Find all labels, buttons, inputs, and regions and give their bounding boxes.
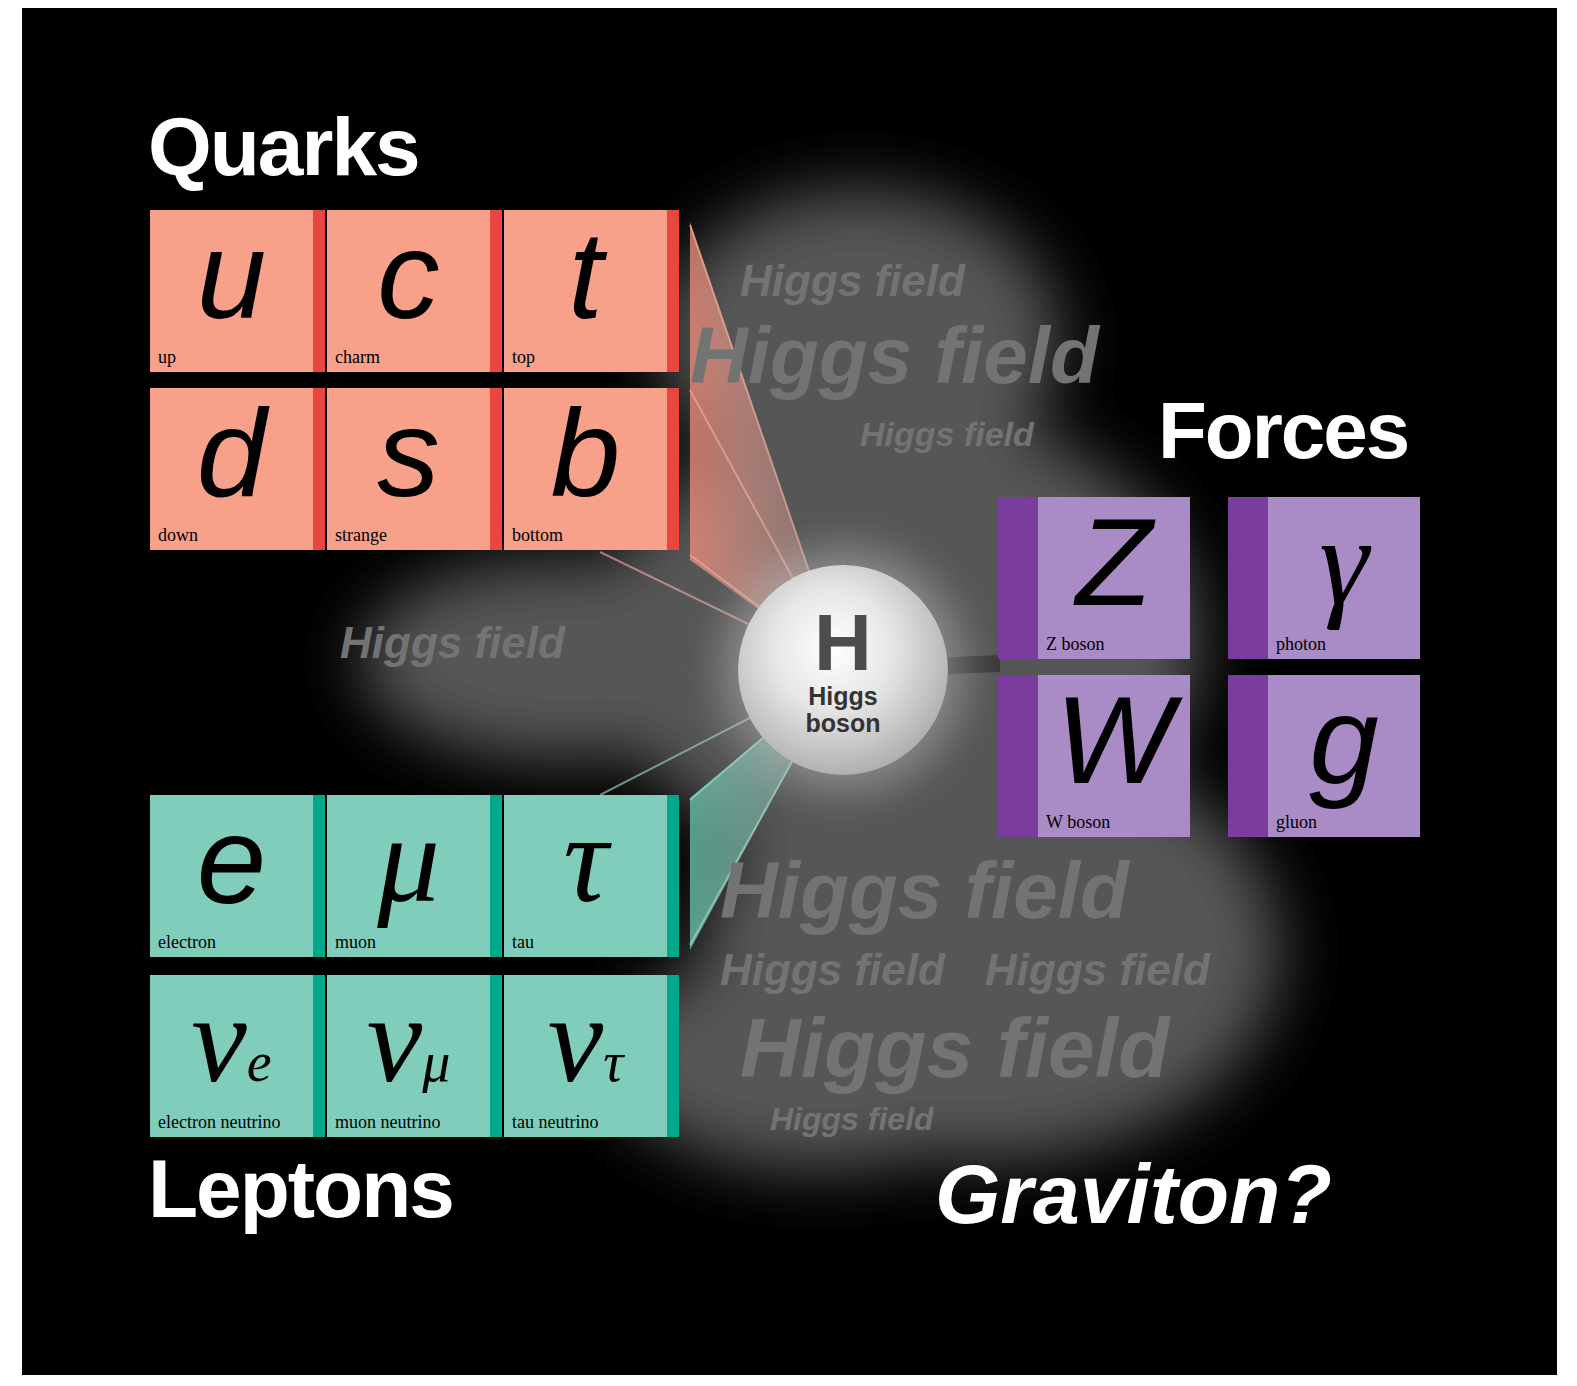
watermark: Higgs field <box>740 256 965 307</box>
particle-name: W boson <box>1046 812 1110 833</box>
particle-name: up <box>158 347 176 368</box>
particle-symbol: g <box>1268 677 1420 802</box>
section-heading: Forces <box>1158 385 1408 477</box>
particle-name: tau neutrino <box>512 1112 598 1133</box>
particle-symbol: Z <box>1038 499 1190 624</box>
particle-name: strange <box>335 525 387 546</box>
watermark: Higgs field <box>340 618 565 669</box>
particle-name: muon <box>335 932 376 953</box>
particle-symbol: u <box>150 212 313 337</box>
lepton-tile: τ tau <box>504 795 679 957</box>
particle-symbol: d <box>150 390 313 515</box>
watermark: Higgs field <box>740 1000 1169 1097</box>
particle-symbol: γ <box>1268 499 1420 624</box>
quark-tile: t top <box>504 210 679 372</box>
particle-symbol: e <box>150 797 313 922</box>
particle-name: top <box>512 347 535 368</box>
question-heading: Graviton? <box>935 1146 1332 1243</box>
particle-name: electron <box>158 932 216 953</box>
higgs-circle: HHiggs boson <box>738 565 948 775</box>
particle-name: photon <box>1276 634 1326 655</box>
force-tile: Z Z boson <box>998 497 1190 659</box>
force-tile: γ photon <box>1228 497 1420 659</box>
lepton-tile: νμmuon neutrino <box>327 975 502 1137</box>
watermark: Higgs field <box>720 845 1129 937</box>
quark-tile: d down <box>150 388 325 550</box>
lepton-tile: e electron <box>150 795 325 957</box>
particle-symbol: W <box>1038 677 1190 802</box>
particle-name: tau <box>512 932 534 953</box>
particle-name: charm <box>335 347 380 368</box>
watermark: Higgs field <box>985 945 1210 996</box>
quark-tile: b bottom <box>504 388 679 550</box>
section-heading: Quarks <box>148 100 419 194</box>
lepton-tile: νeelectron neutrino <box>150 975 325 1137</box>
force-tile: W W boson <box>998 675 1190 837</box>
lepton-tile: ντtau neutrino <box>504 975 679 1137</box>
higgs-name: Higgs boson <box>783 683 903 737</box>
section-heading: Leptons <box>148 1142 453 1236</box>
particle-symbol: t <box>504 212 667 337</box>
quark-tile: c charm <box>327 210 502 372</box>
higgs-symbol: H <box>814 603 872 683</box>
particle-symbol: b <box>504 390 667 515</box>
particle-symbol: c <box>327 212 490 337</box>
particle-name: electron neutrino <box>158 1112 280 1133</box>
particle-symbol: τ <box>504 797 667 922</box>
watermark: Higgs field <box>860 415 1034 454</box>
watermark: Higgs field <box>770 1101 934 1138</box>
particle-name: bottom <box>512 525 563 546</box>
particle-symbol: νμ <box>327 977 490 1125</box>
black-ground <box>22 8 1557 1375</box>
lepton-tile: μ muon <box>327 795 502 957</box>
quark-tile: s strange <box>327 388 502 550</box>
particle-name: down <box>158 525 198 546</box>
particle-symbol: s <box>327 390 490 515</box>
watermark: Higgs field <box>720 945 945 996</box>
quark-tile: u up <box>150 210 325 372</box>
particle-symbol: νe <box>150 977 313 1125</box>
particle-symbol: μ <box>327 797 490 922</box>
watermark: Higgs field <box>690 310 1099 402</box>
force-tile: g gluon <box>1228 675 1420 837</box>
particle-name: gluon <box>1276 812 1317 833</box>
particle-name: Z boson <box>1046 634 1105 655</box>
particle-name: muon neutrino <box>335 1112 441 1133</box>
particle-symbol: ντ <box>504 977 667 1125</box>
